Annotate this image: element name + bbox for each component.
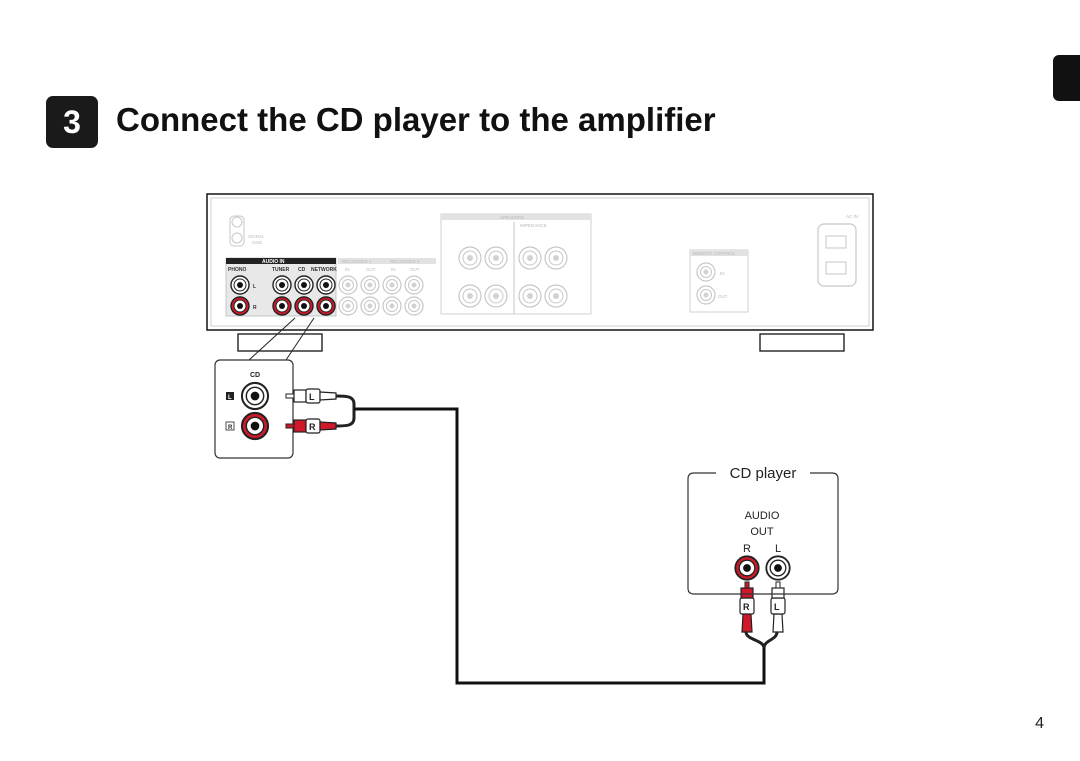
plug-l-amp-side: L bbox=[285, 388, 337, 404]
amplifier-right-foot bbox=[759, 333, 845, 352]
page-number: 4 bbox=[1035, 715, 1044, 732]
recorder-2-label: RECORDER 2 bbox=[390, 259, 420, 264]
callout-line-left bbox=[248, 317, 296, 361]
amp-l-marker: L bbox=[253, 284, 256, 290]
step-number-badge: 3 bbox=[46, 96, 98, 148]
remote-in-label: IN bbox=[720, 271, 725, 276]
plug-l-cd-side: L bbox=[770, 581, 786, 633]
amplifier-left-foot bbox=[237, 333, 323, 352]
rec1-in-label: IN bbox=[345, 267, 350, 272]
ac-in-label: AC IN bbox=[846, 214, 858, 219]
cd-l-label: L bbox=[775, 543, 781, 555]
plug-l-cd-label: L bbox=[774, 602, 780, 612]
signal-gnd-terminal: SIGNAL GND bbox=[229, 215, 265, 247]
cd-input-zoom-inset: CD L R bbox=[214, 359, 294, 459]
side-tab-marker bbox=[1053, 55, 1080, 101]
plug-l-amp-label: L bbox=[309, 392, 315, 402]
remote-control-section: REMOTE CONTROL IN OUT bbox=[689, 249, 749, 313]
zoom-r-marker: R bbox=[228, 425, 233, 431]
cd-player: CD player AUDIO OUT R L bbox=[687, 465, 839, 595]
amp-r-marker: R bbox=[253, 305, 257, 311]
rec2-out-label: OUT bbox=[410, 267, 420, 272]
impedance-label: IMPEDANCE bbox=[520, 223, 547, 228]
recorder-section: RECORDER 1 RECORDER 2 IN OUT IN OUT bbox=[338, 258, 436, 316]
rec1-out-label: OUT bbox=[366, 267, 376, 272]
cd-out-r-jack bbox=[734, 555, 760, 581]
recorder-1-label: RECORDER 1 bbox=[342, 259, 372, 264]
plug-r-cd-side: R bbox=[739, 581, 755, 633]
speakers-section: SPEAKERS IMPEDANCE bbox=[440, 213, 592, 315]
plug-r-cd-label: R bbox=[743, 602, 750, 612]
cd-out-label: OUT bbox=[750, 526, 774, 538]
zoom-cd-label: CD bbox=[250, 372, 260, 379]
signal-label: SIGNAL bbox=[248, 234, 265, 239]
ac-inlet: AC IN bbox=[817, 214, 858, 287]
amplifier-rear-panel: SIGNAL GND AUDIO IN PHONO TUNER CD NETWO… bbox=[206, 193, 874, 352]
plug-r-amp-label: R bbox=[309, 422, 316, 432]
plug-r-amp-side: R bbox=[285, 418, 337, 434]
cd-audio-label: AUDIO bbox=[745, 510, 780, 522]
cd-out-l-jack bbox=[765, 555, 791, 581]
cd-player-label: CD player bbox=[730, 465, 797, 482]
rec2-in-label: IN bbox=[391, 267, 396, 272]
audio-in-header: AUDIO IN bbox=[262, 259, 285, 265]
zoom-l-marker: L bbox=[228, 395, 232, 401]
callout-line-right bbox=[285, 317, 315, 361]
cd-r-label: R bbox=[743, 543, 751, 555]
remote-control-label: REMOTE CONTROL bbox=[693, 251, 736, 256]
input-label-cd: CD bbox=[298, 267, 306, 273]
audio-in-section: AUDIO IN PHONO TUNER CD NETWORK L R bbox=[225, 257, 337, 317]
step-title: Connect the CD player to the amplifier bbox=[116, 101, 716, 138]
speakers-label: SPEAKERS bbox=[500, 215, 524, 220]
rca-cable: L R R L bbox=[285, 388, 786, 685]
input-label-phono: PHONO bbox=[228, 267, 246, 273]
input-label-network: NETWORK bbox=[311, 267, 337, 273]
remote-out-label: OUT bbox=[718, 294, 728, 299]
gnd-label: GND bbox=[252, 240, 263, 245]
input-label-tuner: TUNER bbox=[272, 267, 290, 273]
